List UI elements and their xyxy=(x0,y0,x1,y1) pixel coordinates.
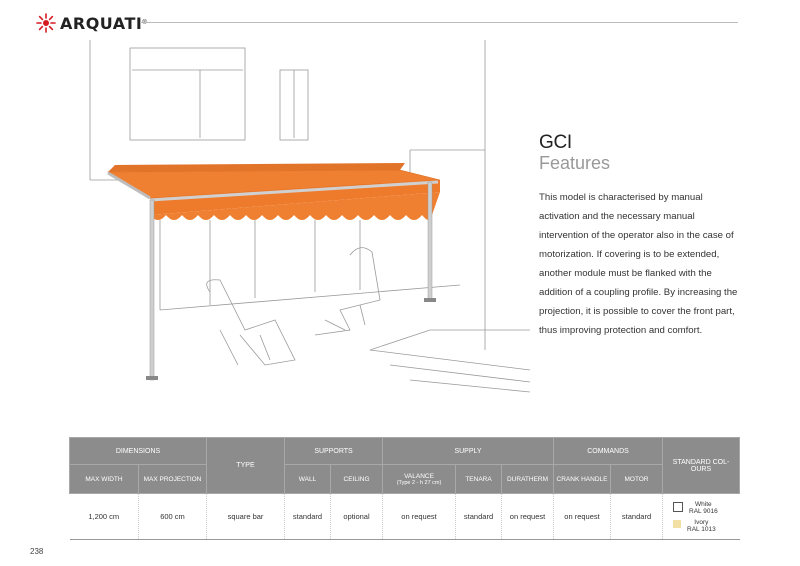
section-subtitle: Features xyxy=(539,153,611,173)
tenara-cell: standard xyxy=(455,493,502,540)
duratherm-header: DURATHERM xyxy=(501,464,555,494)
motor-cell: standard xyxy=(610,493,663,540)
awning-illustration xyxy=(89,40,531,393)
dimensions-header: DIMENSIONS xyxy=(69,437,207,465)
max-width-header: MAX WIDTH xyxy=(69,464,139,494)
ivory-swatch-icon xyxy=(673,519,682,528)
spec-table: DIMENSIONS TYPE SUPPORTS SUPPLY COMMANDS… xyxy=(69,437,741,540)
supply-header: SUPPLY xyxy=(382,437,555,465)
type-header: TYPE xyxy=(206,437,285,494)
max-projection-cell: 600 cm xyxy=(138,493,207,540)
header-rule xyxy=(140,22,738,23)
max-width-cell: 1,200 cm xyxy=(69,493,139,540)
registered-mark: ® xyxy=(142,20,147,26)
colour-code: RAL 9016 xyxy=(689,507,718,515)
tenara-header: TENARA xyxy=(455,464,503,494)
max-projection-header: MAX PROJECTION xyxy=(138,464,207,494)
colour-white: White RAL 9016 xyxy=(673,501,738,515)
brand-logo: ARQUATI ® xyxy=(36,13,147,33)
valance-header: VALANCE (Type 2 - h 27 cm) xyxy=(382,464,457,494)
brand-name: ARQUATI xyxy=(60,13,143,33)
ceiling-header: CEILING xyxy=(329,464,384,494)
colour-ivory: Ivory RAL 1013 xyxy=(673,519,738,533)
motor-header: MOTOR xyxy=(610,464,664,494)
duratherm-cell: on request xyxy=(501,493,554,540)
white-swatch-icon xyxy=(673,501,684,512)
colour-code: RAL 1013 xyxy=(687,525,716,533)
sun-logo-icon xyxy=(36,13,56,33)
standard-colours-header: STANDARD COL-OURS xyxy=(662,437,741,494)
colours-cell: White RAL 9016 Ivory RAL 1013 xyxy=(662,493,740,540)
ceiling-cell: optional xyxy=(329,493,383,540)
crank-handle-header: CRANK HANDLE xyxy=(553,464,612,494)
wall-header: WALL xyxy=(284,464,331,494)
type-cell: square bar xyxy=(206,493,285,540)
table-row: 1,200 cm 600 cm square bar standard opti… xyxy=(69,493,740,540)
product-description: This model is characterised by manual ac… xyxy=(539,192,738,336)
colour-name: Ivory xyxy=(694,518,709,526)
page-number: 238 xyxy=(30,547,44,556)
product-title: GCI xyxy=(539,132,572,153)
crank-handle-cell: on request xyxy=(553,493,611,540)
colour-name: White xyxy=(695,500,712,508)
wall-cell: standard xyxy=(284,493,331,540)
valance-note: (Type 2 - h 27 cm) xyxy=(396,479,442,486)
commands-header: COMMANDS xyxy=(553,437,664,465)
valance-cell: on request xyxy=(382,493,456,540)
supports-header: SUPPORTS xyxy=(283,437,384,465)
valance-label: VALANCE xyxy=(404,472,434,480)
